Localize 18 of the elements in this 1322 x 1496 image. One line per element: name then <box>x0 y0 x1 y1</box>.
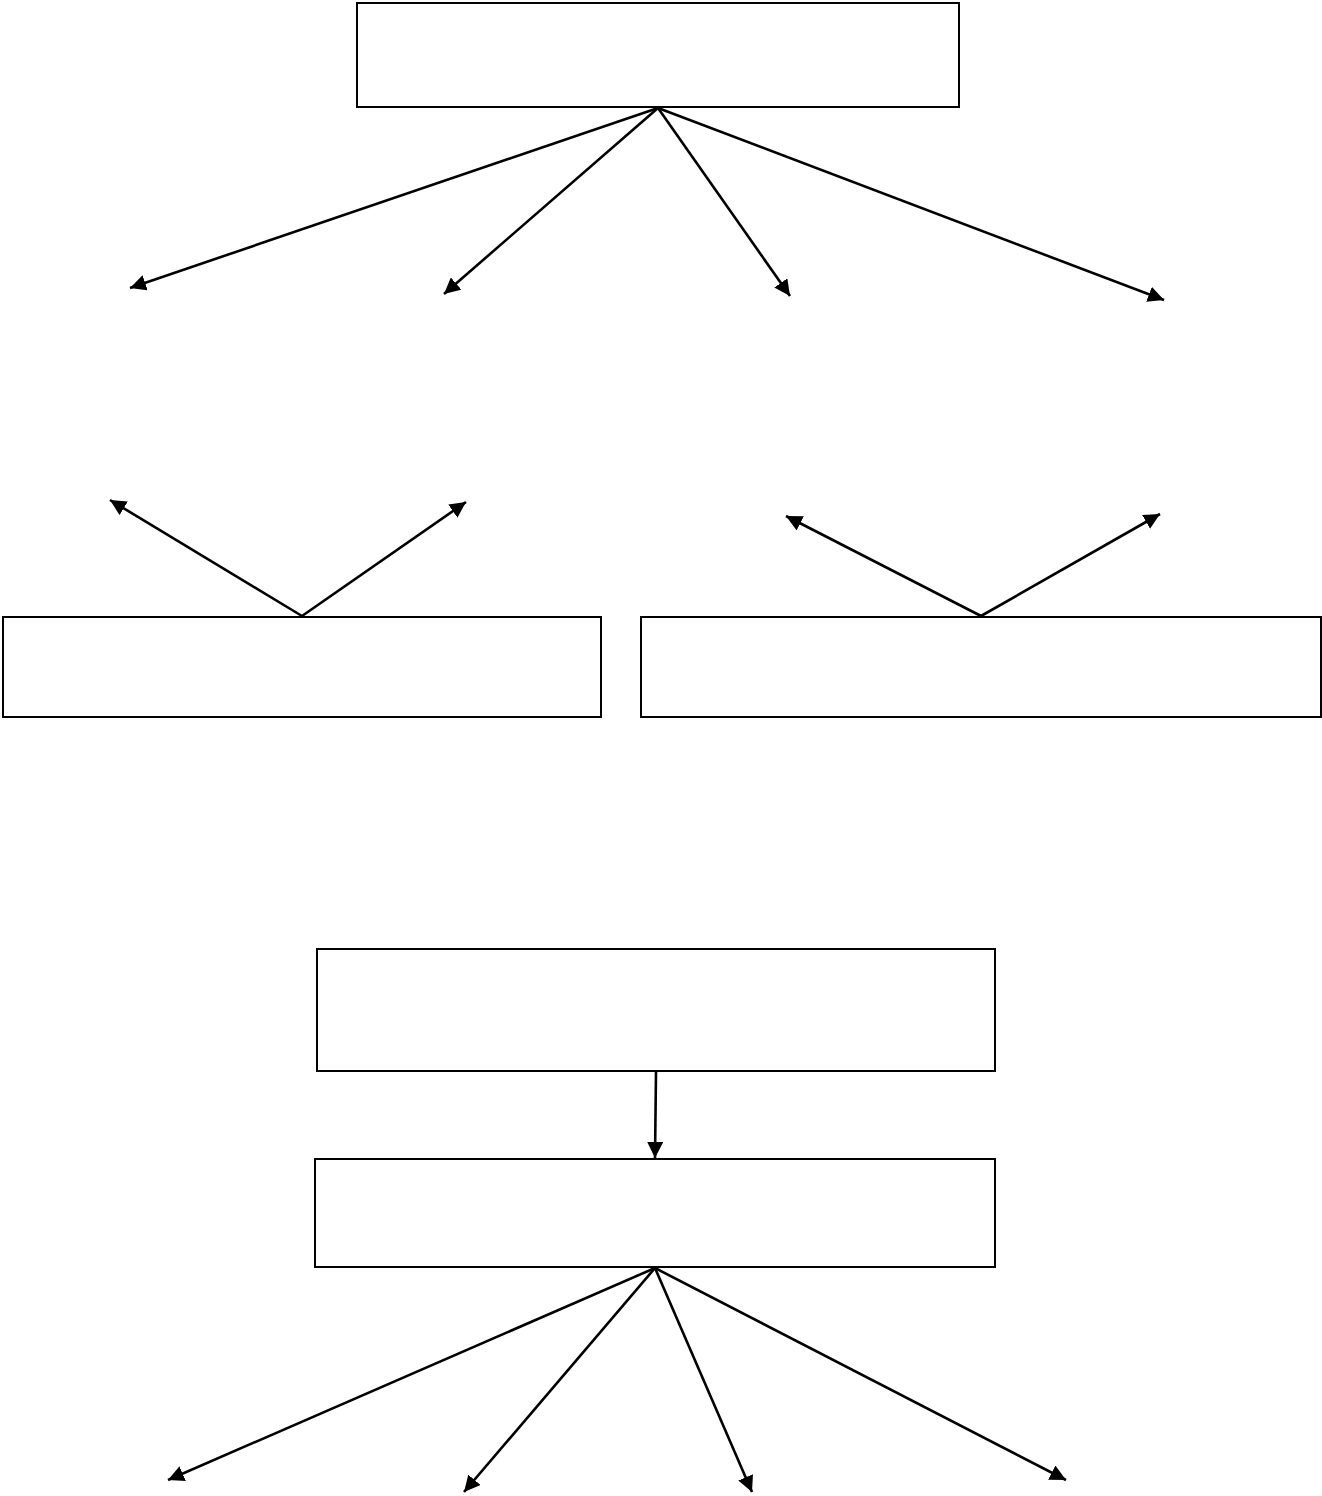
arrow <box>654 1266 1067 1482</box>
arrow <box>657 106 1165 302</box>
process-box <box>2 616 602 718</box>
process-box <box>356 2 960 108</box>
process-box <box>640 616 1322 718</box>
arrow <box>301 500 467 618</box>
arrow <box>656 107 792 297</box>
arrow <box>785 514 982 618</box>
arrow <box>463 1267 656 1493</box>
process-box <box>316 948 996 1072</box>
arrow <box>647 1072 664 1158</box>
arrow <box>129 106 659 291</box>
arrow <box>109 498 303 618</box>
arrow <box>443 107 659 295</box>
arrow <box>167 1266 656 1482</box>
arrow <box>653 1267 754 1493</box>
arrow <box>980 512 1161 618</box>
process-box <box>314 1158 996 1268</box>
